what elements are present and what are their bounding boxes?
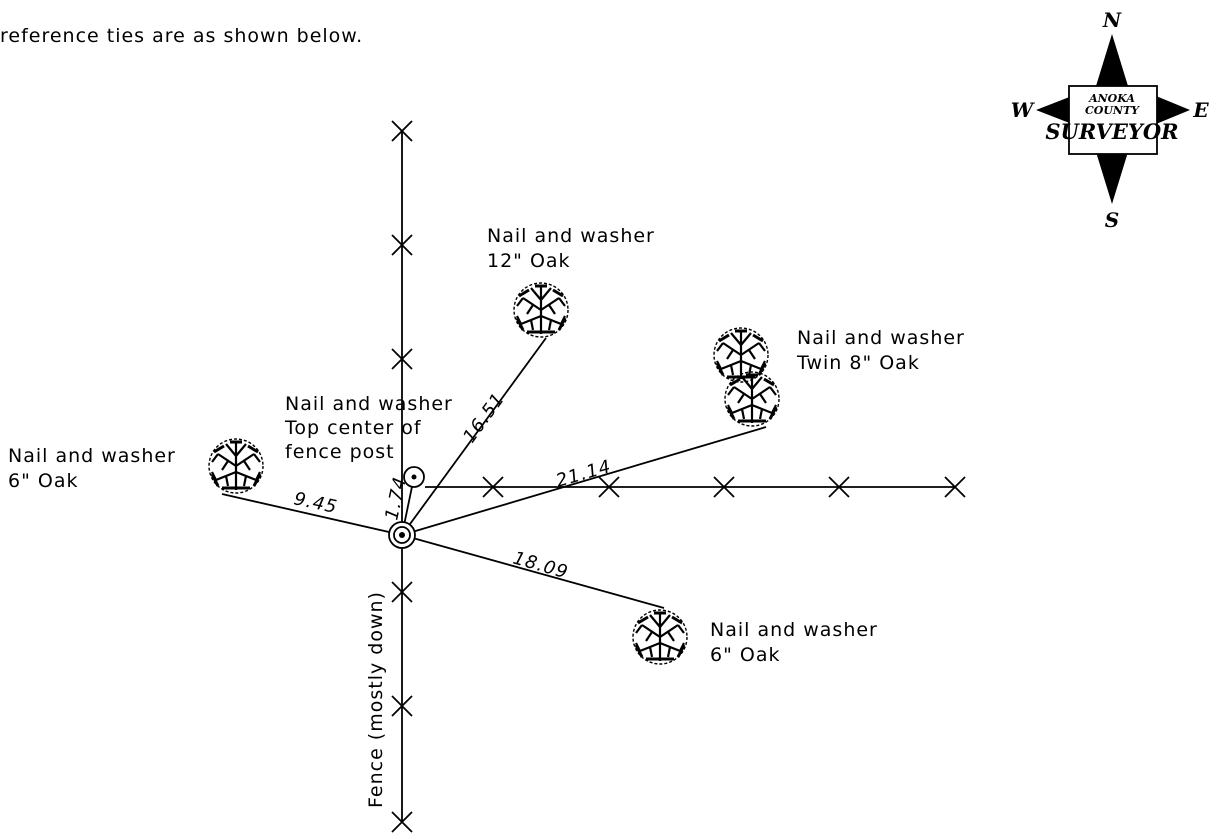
label-twin8: Nail and washer Twin 8" Oak <box>796 327 965 374</box>
distance-oak6-se: 18.09 <box>511 548 571 584</box>
distance-oak12: 16.51 <box>459 389 509 447</box>
tie-to-oak12 <box>401 337 547 536</box>
control-monument <box>388 521 416 549</box>
compass-south: S <box>1105 208 1119 232</box>
svg-text:Nail and washer: Nail and washer <box>710 619 878 641</box>
logo-line2: COUNTY <box>1085 104 1140 117</box>
compass-east: E <box>1192 98 1209 122</box>
svg-text:Twin 8" Oak: Twin 8" Oak <box>796 352 920 374</box>
logo-line1: ANOKA <box>1088 92 1135 105</box>
label-oak6-west: Nail and washer 6" Oak <box>8 445 176 492</box>
tree-icon-twin8-b <box>723 370 781 428</box>
label-fencepost: Nail and washer Top center of fence post <box>284 393 453 463</box>
svg-text:12" Oak: 12" Oak <box>487 250 571 272</box>
surveyor-logo: N S W E ANOKA COUNTY SURVEYOR <box>1011 8 1210 232</box>
svg-text:Nail and washer: Nail and washer <box>8 445 176 467</box>
svg-text:Top center of: Top center of <box>284 417 422 439</box>
svg-text:6" Oak: 6" Oak <box>8 470 78 492</box>
svg-text:Nail and washer: Nail and washer <box>285 393 453 415</box>
tie-to-twin8 <box>401 426 767 536</box>
svg-text:Nail and washer: Nail and washer <box>797 327 965 349</box>
distance-oak6-west: 9.45 <box>292 488 339 518</box>
tree-icon-oak12 <box>512 281 570 339</box>
tie-lines <box>221 337 767 609</box>
fence-line-vertical <box>391 120 413 833</box>
logo-line3: SURVEYOR <box>1045 119 1178 144</box>
label-oak6-se: Nail and washer 6" Oak <box>710 619 878 666</box>
fence-post-point <box>403 466 425 488</box>
tie-to-oak6-west <box>221 493 403 536</box>
intro-text: reference ties are as shown below. <box>0 25 363 47</box>
tie-to-oak6-se <box>401 534 665 609</box>
compass-west: W <box>1011 98 1036 122</box>
svg-text:fence post: fence post <box>285 441 395 463</box>
label-fence: Fence (mostly down) <box>365 591 387 808</box>
svg-text:Nail and washer: Nail and washer <box>487 225 655 247</box>
tree-icon-oak6-west <box>207 437 265 495</box>
label-oak12: Nail and washer 12" Oak <box>487 225 655 272</box>
tree-icon-oak6-se <box>631 608 689 666</box>
fence-line-horizontal <box>425 476 966 498</box>
compass-north: N <box>1102 8 1122 32</box>
svg-text:6" Oak: 6" Oak <box>710 644 780 666</box>
